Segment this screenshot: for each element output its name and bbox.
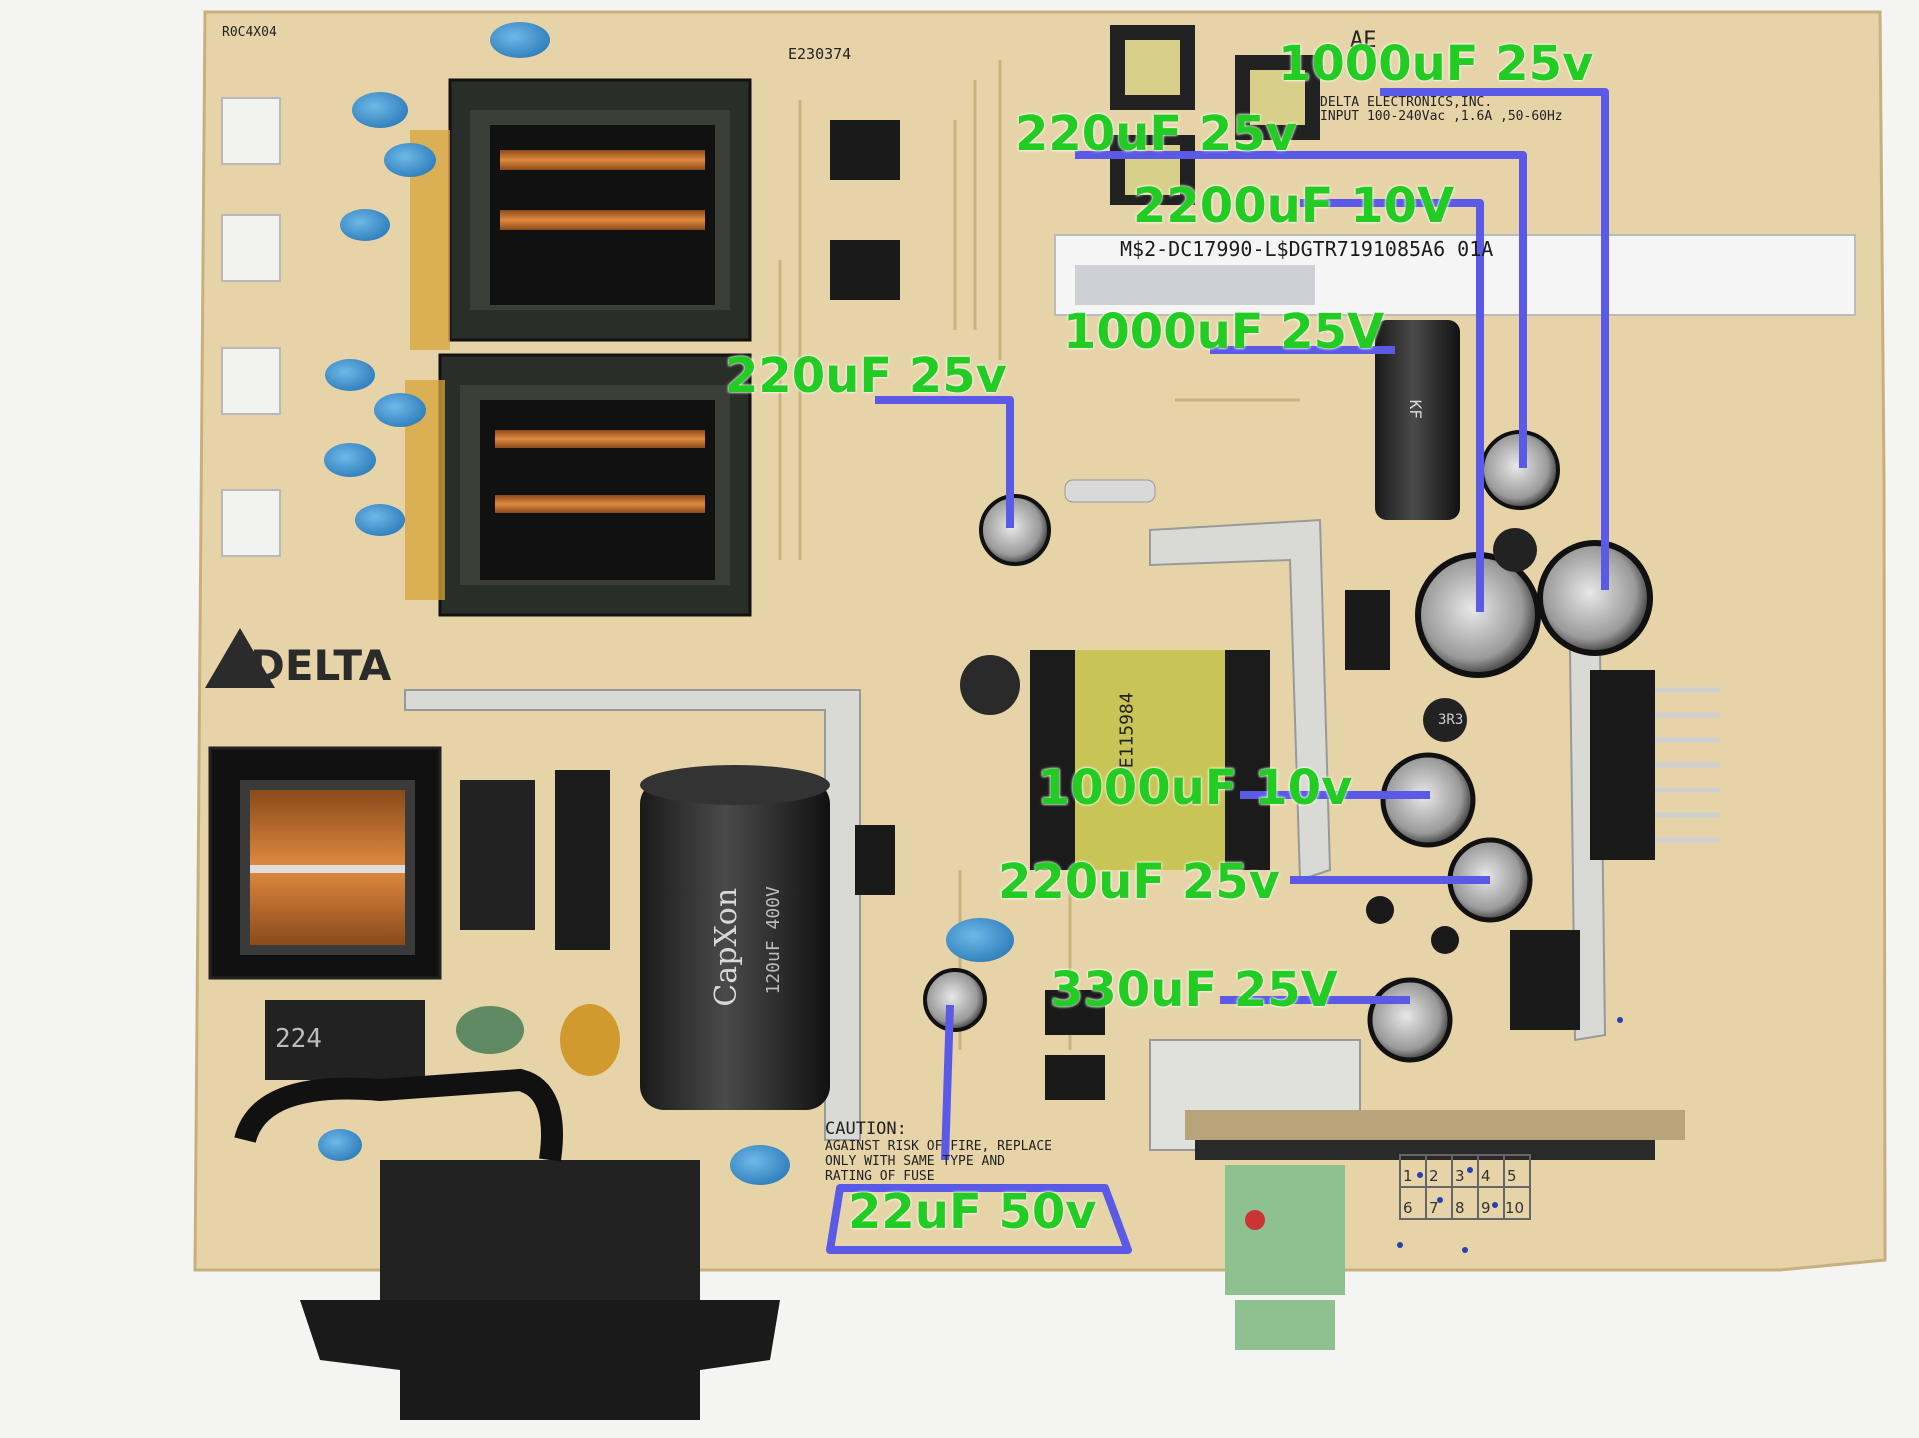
transformer-code: E115984 <box>1116 692 1138 769</box>
line-filter-choke <box>208 746 442 980</box>
bulk-cap-brand: CapXon <box>709 887 745 1007</box>
annotation-cap-22uf-50v: 22uF 50v <box>848 1184 1097 1240</box>
output-connectors <box>221 97 281 557</box>
input-rating-text: INPUT 100-240Vac ,1.6A ,50-60Hz <box>1320 109 1563 124</box>
model-code: R0C4X04 <box>222 25 277 40</box>
manufacturer-text: DELTA ELECTRONICS,INC. <box>1320 95 1493 110</box>
annotation-cap-220uf-25v-low: 220uF 25v <box>998 854 1280 910</box>
transistors <box>855 590 1580 1030</box>
grid-dots <box>1397 1017 1623 1253</box>
grid-digit-6: 6 <box>1403 1199 1413 1217</box>
grid-digit-labels: 1 2 3 4 5 6 7 8 9 10 <box>1403 1167 1524 1217</box>
grid-digit-10: 10 <box>1505 1199 1524 1217</box>
annotation-cap-330uf-25v: 330uF 25V <box>1050 962 1338 1018</box>
grid-digit-9: 9 <box>1481 1199 1491 1217</box>
caution-heading: CAUTION: <box>825 1119 907 1139</box>
grid-digit-2: 2 <box>1429 1167 1439 1185</box>
annotation-cap-220uf-25v-left: 220uF 25v <box>725 348 1007 404</box>
ac-inlet <box>234 1068 780 1420</box>
switching-transformer <box>1030 650 1270 870</box>
grid-box <box>1399 1154 1531 1220</box>
annotation-cap-1000uf-25v-mid: 1000uF 25V <box>1063 304 1385 360</box>
grid-digit-7: 7 <box>1429 1199 1439 1217</box>
cap-brand-text: KF <box>1405 399 1425 419</box>
inverter-transformer-bottom <box>438 353 752 617</box>
pin-header <box>1590 670 1720 860</box>
bulk-capacitor <box>640 765 830 1110</box>
grid-digit-1: 1 <box>1403 1167 1413 1185</box>
cap-electrolytic-vertical <box>1375 320 1460 520</box>
annotation-cap-1000uf-10v: 1000uF 10v <box>1037 760 1353 816</box>
rectifier-code: 224 <box>275 1024 322 1054</box>
silkscreen-lines <box>778 60 1300 1050</box>
part-number-text: M$2-DC17990-L$DGTR7191085A6 01A <box>1120 237 1494 261</box>
grid-digit-8: 8 <box>1455 1199 1465 1217</box>
caution-detail: AGAINST RISK OF FIRE, REPLACE ONLY WITH … <box>825 1139 1052 1184</box>
fuse <box>1064 479 1156 503</box>
inverter-transformer-top <box>448 78 752 342</box>
sub-board <box>1185 1110 1685 1350</box>
annotation-leaders <box>826 88 1609 1254</box>
model-suffix: AE <box>1350 28 1377 53</box>
annotation-cap-1000uf-25v-top: 1000uF 25v <box>1278 36 1594 92</box>
tape-and-ceramic-caps <box>318 22 1014 1185</box>
brand-logo-text: DELTA <box>250 641 392 690</box>
radial-capacitors <box>923 430 1653 1063</box>
grid-digit-3: 3 <box>1455 1167 1465 1185</box>
annotation-cap-2200uf-10v: 2200uF 10V <box>1133 178 1455 234</box>
ul-marking: E230374 <box>788 45 852 63</box>
grid-digit-4: 4 <box>1481 1167 1491 1185</box>
bulk-cap-rating: 120uF 400V <box>762 886 784 995</box>
bridge-rectifier <box>265 770 610 1080</box>
ic-chips <box>830 120 1105 1100</box>
part-number-label <box>1054 234 1856 316</box>
delta-logo-mark <box>205 628 275 688</box>
annotation-cap-220uf-25v-top: 220uF 25v <box>1015 106 1297 162</box>
grid-digit-5: 5 <box>1507 1167 1517 1185</box>
inductor-code: 3R3 <box>1438 712 1464 728</box>
